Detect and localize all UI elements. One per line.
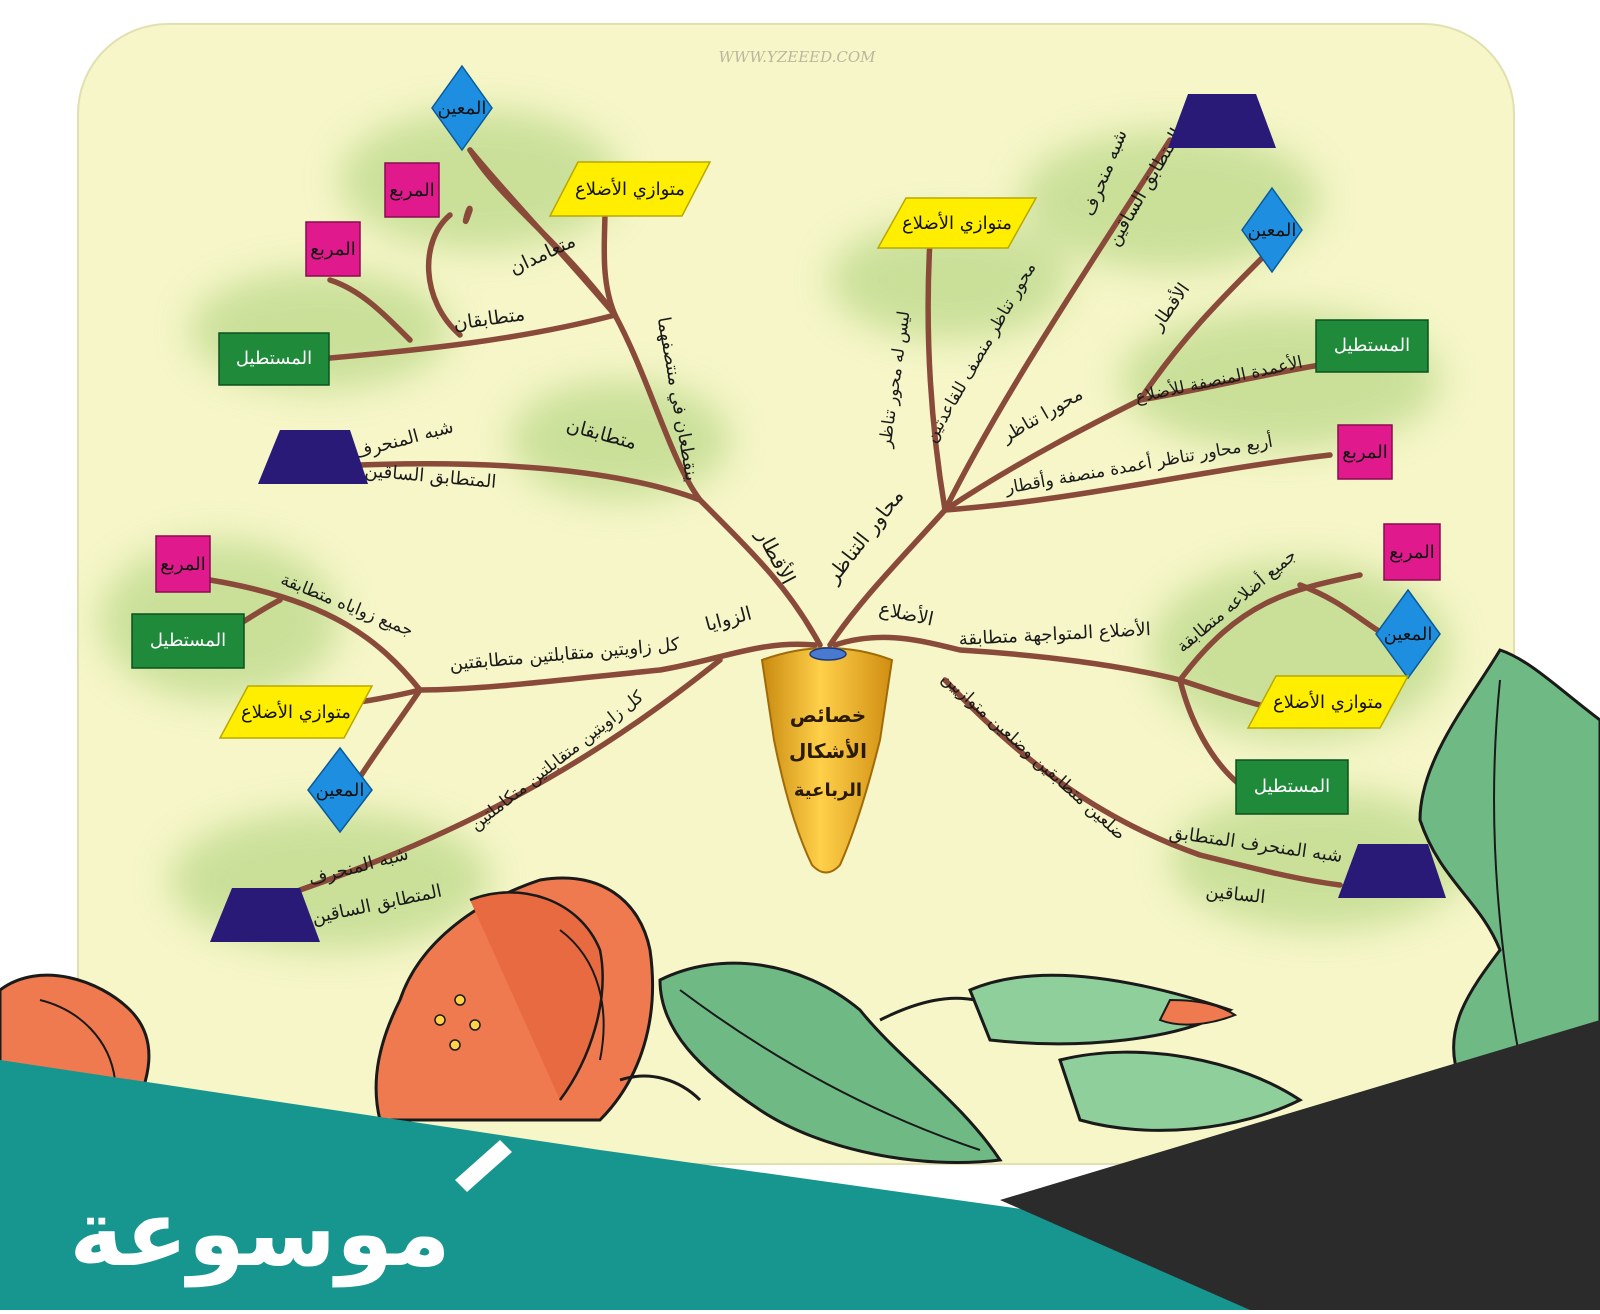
shape-nodes: المعين المعين المعين المعين المربع المرب… — [131, 64, 1446, 942]
rectangle-node-3: المستطيل — [131, 613, 245, 669]
square-node-3: المربع — [1337, 424, 1393, 480]
branch-lines — [207, 137, 1388, 893]
svg-text:المستطيل: المستطيل — [150, 630, 226, 651]
svg-text:متوازي الأضلاع: متوازي الأضلاع — [902, 212, 1012, 234]
svg-text:المربع: المربع — [310, 239, 355, 260]
rhombus-node-1: المعين — [431, 64, 493, 152]
rhombus-node-2: المعين — [1241, 186, 1303, 274]
rhombus-node-3: المعين — [307, 746, 373, 834]
rectangle-node-1: المستطيل — [218, 332, 330, 386]
parallelogram-node-4: متوازي الأضلاع — [1246, 675, 1410, 729]
svg-text:متوازي الأضلاع: متوازي الأضلاع — [1273, 691, 1383, 713]
brand-logo: موسوعة — [69, 1140, 512, 1288]
rectangle-node-4: المستطيل — [1235, 759, 1349, 815]
floral-decoration — [0, 648, 1600, 1165]
parallelogram-node-3: متوازي الأضلاع — [218, 685, 374, 739]
svg-text:المربع: المربع — [1389, 542, 1434, 563]
rectangle-node-2: المستطيل — [1315, 319, 1429, 373]
svg-text:المستطيل: المستطيل — [1254, 776, 1330, 797]
center-node: خصائص الأشكال الرباعية — [760, 647, 894, 874]
parallelogram-node-2: متوازي الأضلاع — [876, 197, 1038, 249]
trapezoid-node-4 — [1338, 844, 1446, 898]
svg-text:المعين: المعين — [1248, 220, 1297, 241]
brand-name: موسوعة — [69, 1180, 450, 1288]
svg-text:المربع: المربع — [160, 554, 205, 575]
square-node-4: المربع — [155, 535, 211, 593]
center-title-3: الرباعية — [794, 780, 862, 801]
svg-text:المعين: المعين — [438, 98, 487, 119]
watermark-text: WWW.YZEEED.COM — [719, 48, 877, 66]
svg-text:المستطيل: المستطيل — [1334, 335, 1410, 356]
square-node-1: المربع — [384, 162, 440, 218]
svg-text:متوازي الأضلاع: متوازي الأضلاع — [575, 178, 685, 200]
center-title-1: خصائص — [790, 703, 866, 727]
svg-text:المعين: المعين — [1384, 624, 1433, 645]
svg-text:المعين: المعين — [316, 780, 365, 801]
svg-text:المربع: المربع — [389, 180, 434, 201]
square-node-2: المربع — [305, 221, 361, 277]
parallelogram-node-1: متوازي الأضلاع — [548, 161, 712, 217]
center-title-2: الأشكال — [789, 738, 867, 763]
svg-text:المربع: المربع — [1342, 442, 1387, 463]
rhombus-node-4: المعين — [1375, 588, 1441, 680]
pen-icon — [455, 1140, 512, 1192]
svg-text:المستطيل: المستطيل — [236, 348, 312, 369]
trapezoid-node-2 — [258, 430, 368, 484]
dark-corner — [1000, 1020, 1600, 1310]
trapezoid-node-3 — [210, 888, 320, 942]
svg-text:متوازي الأضلاع: متوازي الأضلاع — [241, 701, 351, 723]
trapezoid-node-1 — [1168, 94, 1276, 148]
square-node-5: المربع — [1383, 523, 1441, 581]
